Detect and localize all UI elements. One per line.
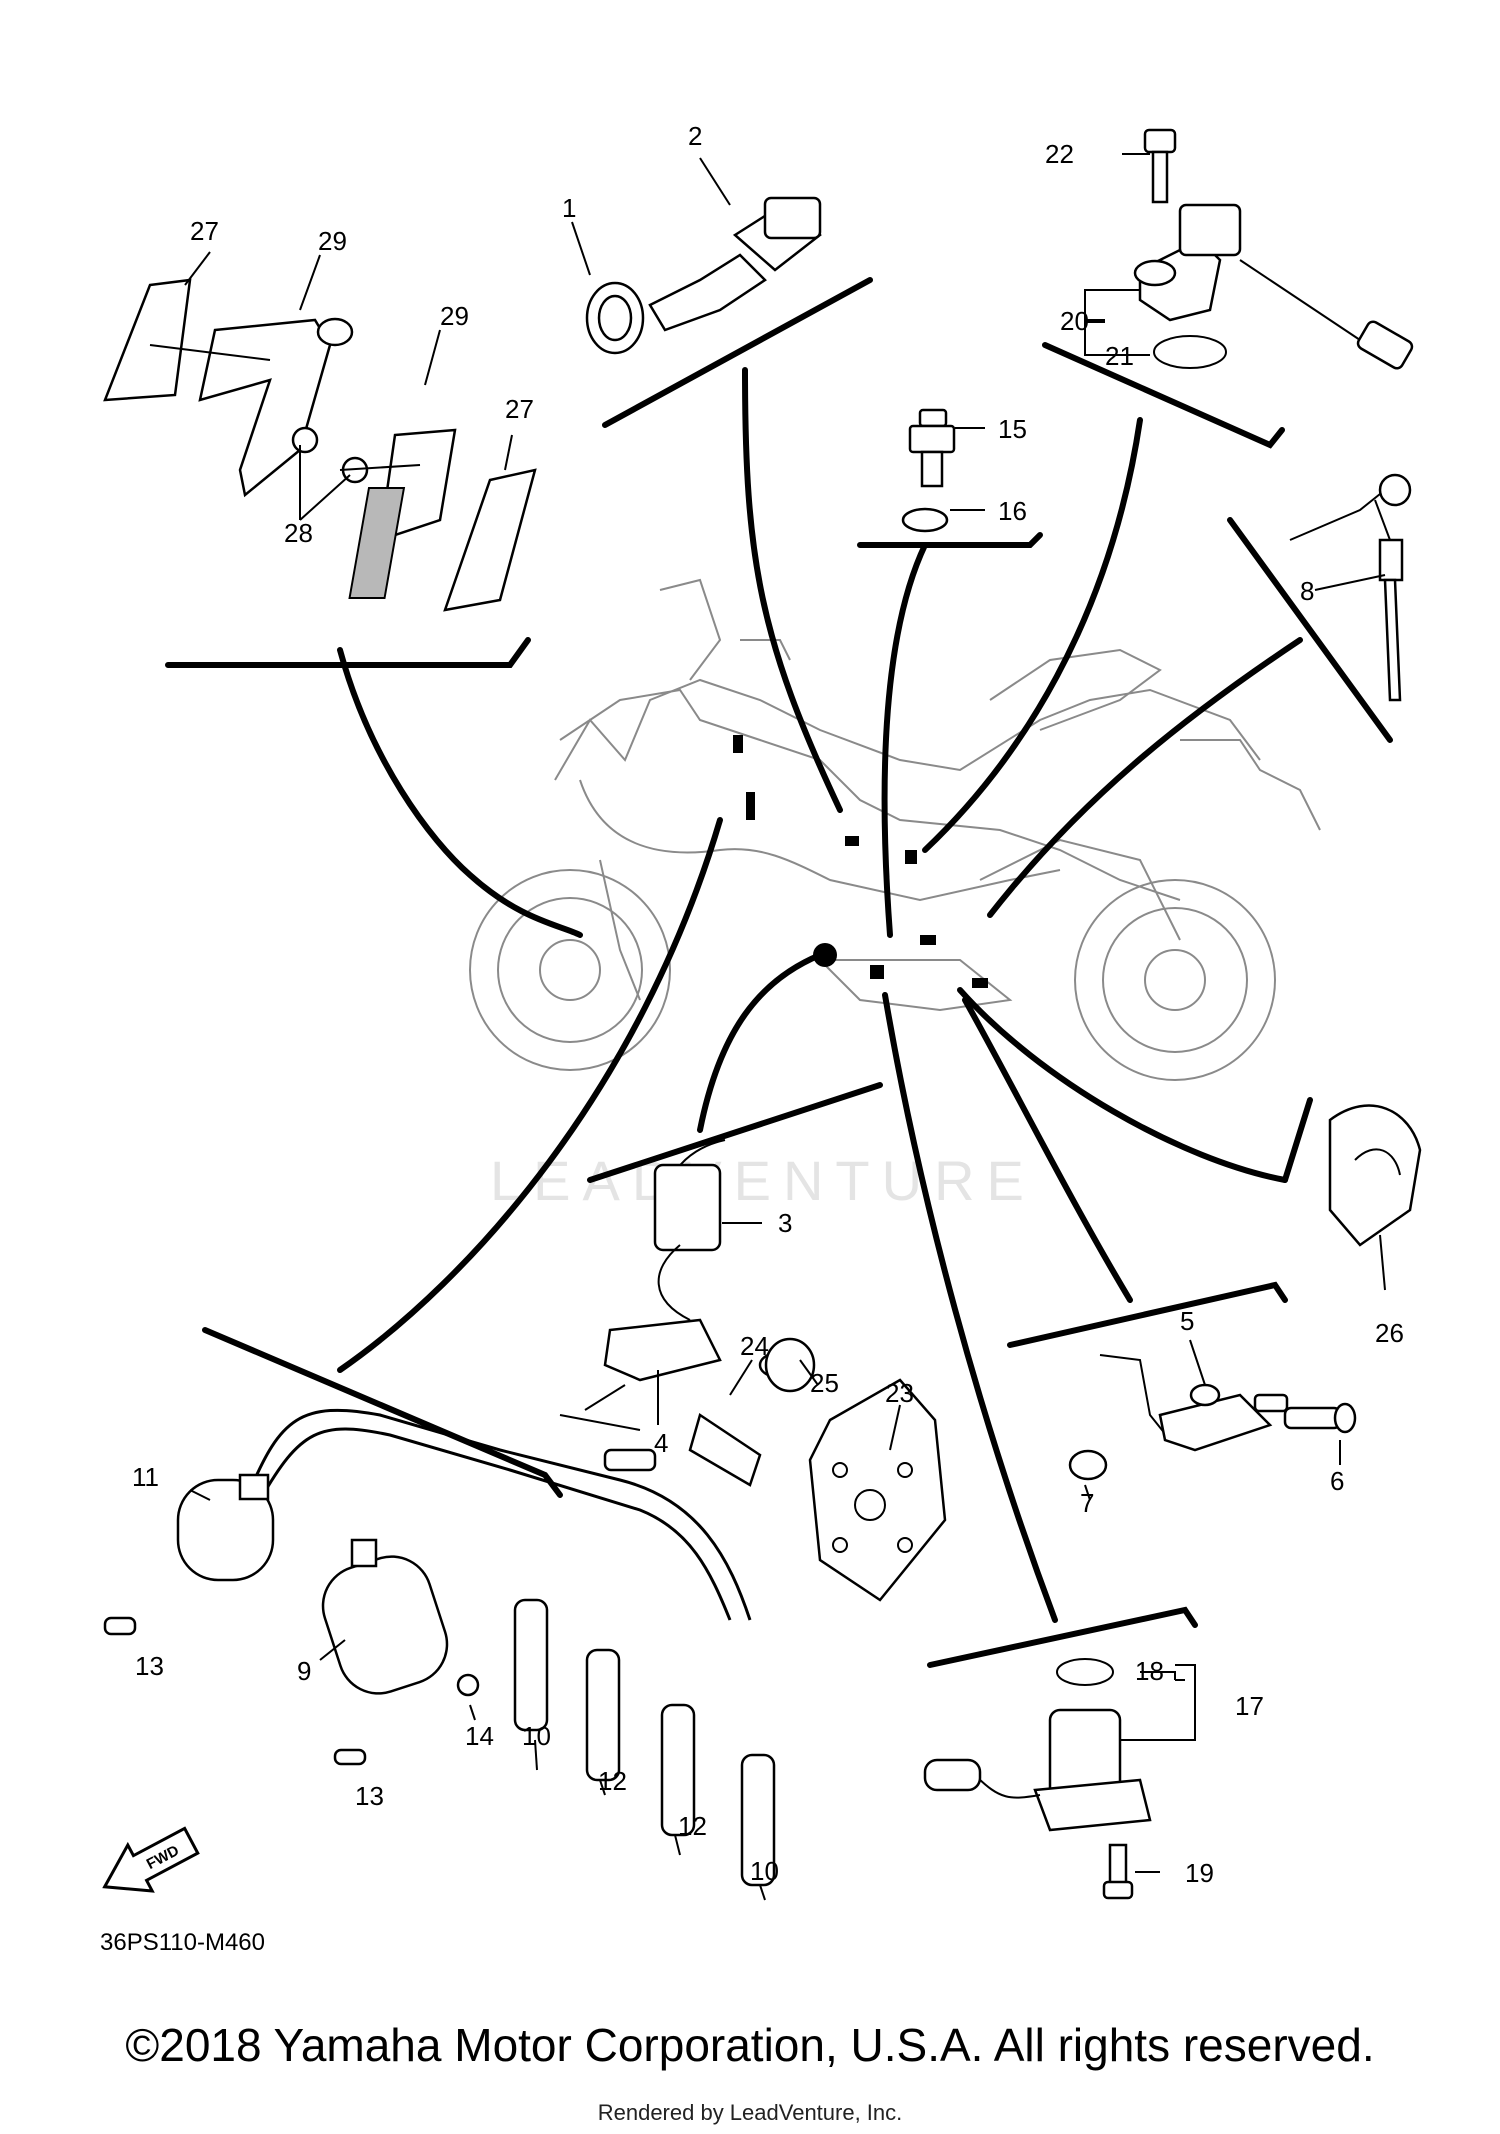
watermark: LEADVENTURE (490, 1149, 1036, 1212)
part-speed-sensor-lower (923, 1658, 1152, 1900)
copyright-notice: ©2018 Yamaha Motor Corporation, U.S.A. A… (125, 2019, 1375, 2071)
callout-28: 28 (284, 518, 313, 548)
callout-10a: 10 (522, 1721, 551, 1751)
callout-22: 22 (1045, 139, 1074, 169)
part-thermo-switch (585, 196, 822, 355)
callout-7: 7 (1080, 1488, 1094, 1518)
callout-29b: 29 (440, 301, 469, 331)
callout-5: 5 (1180, 1306, 1194, 1336)
callout-20: 20 (1060, 306, 1089, 336)
callout-14: 14 (465, 1721, 494, 1751)
callout-1: 1 (562, 193, 576, 223)
part-gear-position-switch (1068, 1354, 1357, 1481)
callout-2: 2 (688, 121, 702, 151)
leader-lines (337, 367, 1303, 1623)
callout-8: 8 (1300, 576, 1314, 606)
callout-16: 16 (998, 496, 1027, 526)
callout-23: 23 (885, 1378, 914, 1408)
callout-29a: 29 (318, 226, 347, 256)
callout-6: 6 (1330, 1466, 1344, 1496)
callout-18: 18 (1135, 1656, 1164, 1686)
callout-9: 9 (297, 1656, 311, 1686)
callout-4: 4 (654, 1428, 668, 1458)
callout-12a: 12 (598, 1766, 627, 1796)
part-lean-sensor (1289, 473, 1412, 702)
fwd-arrow-icon: FWD (102, 1826, 200, 1893)
motorcycle-illustration (469, 578, 1321, 1081)
callout-19: 19 (1185, 1858, 1214, 1888)
callout-13a: 13 (135, 1651, 164, 1681)
callout-3: 3 (778, 1208, 792, 1238)
part-speed-sensor (1133, 128, 1414, 370)
callout-17: 17 (1235, 1691, 1264, 1721)
callout-27b: 27 (505, 394, 534, 424)
callout-labels: 1 2 3 4 5 6 7 8 9 10 10 11 12 12 13 13 1… (132, 121, 1404, 1888)
rendered-by-notice: Rendered by LeadVenture, Inc. (597, 2100, 903, 2125)
callout-21: 21 (1105, 341, 1134, 371)
group-brackets (165, 277, 1393, 1668)
callout-12b: 12 (678, 1811, 707, 1841)
callout-26: 26 (1375, 1318, 1404, 1348)
callout-13b: 13 (355, 1781, 384, 1811)
part-ignition-coils (103, 1408, 776, 1887)
part-pickup-coil (603, 1139, 947, 1602)
location-markers (733, 735, 988, 988)
part-clamp (1328, 1104, 1422, 1247)
callout-25: 25 (810, 1368, 839, 1398)
callout-27a: 27 (190, 216, 219, 246)
callout-24: 24 (740, 1331, 769, 1361)
callout-15: 15 (998, 414, 1027, 444)
part-sender-unit (901, 408, 956, 533)
part-reflector-brackets (103, 278, 537, 612)
callout-11: 11 (132, 1462, 159, 1492)
callout-leaders (184, 153, 1386, 1901)
callout-10b: 10 (750, 1856, 779, 1886)
diagram-code: 36PS110-M460 (100, 1929, 265, 1956)
